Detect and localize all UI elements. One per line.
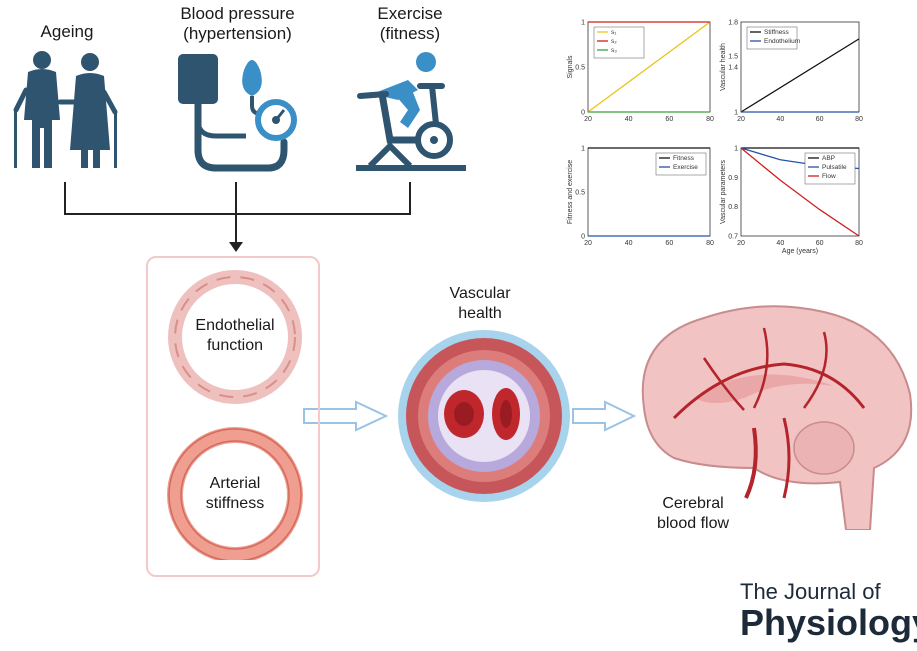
- series-line: [587, 21, 711, 113]
- x-tick-label: 60: [816, 116, 824, 123]
- legend-label: Endothelium: [764, 38, 800, 45]
- mechanisms-panel: [146, 256, 320, 577]
- vessel-cross-sections: [167, 270, 303, 560]
- y-tick-label: 1: [581, 20, 585, 27]
- legend-label: Pulsatile: [822, 164, 847, 171]
- x-tick-label: 80: [855, 240, 863, 247]
- x-tick-label: 80: [855, 116, 863, 123]
- y-axis-label: Fitness and exercise: [567, 160, 574, 224]
- legend-label: Fitness: [673, 155, 695, 162]
- legend-label: Stiffness: [764, 29, 790, 36]
- x-axis-label: Age (years): [782, 248, 818, 255]
- arterial-stiffness-label: Arterial stiffness: [205, 475, 265, 512]
- x-tick-label: 40: [625, 116, 633, 123]
- legend-label: Flow: [822, 173, 836, 180]
- x-tick-label: 60: [816, 240, 824, 247]
- y-tick-label: 1: [734, 146, 738, 153]
- x-tick-label: 40: [625, 240, 633, 247]
- x-tick-label: 20: [584, 240, 592, 247]
- y-tick-label: 0: [581, 110, 585, 117]
- journal-logo: The Journal of Physiology: [740, 580, 917, 642]
- series-line: [740, 147, 860, 237]
- legend-label: s₁: [611, 29, 617, 36]
- x-tick-label: 60: [665, 116, 673, 123]
- y-axis-label: Vascular health: [720, 43, 727, 91]
- legend-label: ABP: [822, 155, 835, 162]
- x-tick-label: 40: [776, 240, 784, 247]
- journal-name-line2: Physiology: [740, 602, 917, 643]
- y-tick-label: 0.7: [728, 234, 738, 241]
- exercise-bike-icon: [356, 52, 466, 171]
- y-tick-label: 0.5: [575, 65, 585, 72]
- y-tick-label: 0.9: [728, 175, 738, 182]
- ageing-label: Ageing: [40, 22, 94, 41]
- cerebral-blood-flow-label: Cerebral blood flow: [656, 495, 730, 532]
- exercise-label: Exercise (fitness): [377, 4, 443, 43]
- journal-name-line1: The Journal of: [740, 579, 881, 604]
- y-tick-label: 0.8: [728, 204, 738, 211]
- y-tick-label: 1.5: [728, 53, 738, 60]
- y-tick-label: 1: [581, 146, 585, 153]
- y-tick-label: 1: [734, 110, 738, 117]
- x-tick-label: 20: [584, 116, 592, 123]
- x-tick-label: 20: [737, 240, 745, 247]
- legend-label: s₂: [611, 38, 617, 45]
- series-line: [740, 38, 860, 113]
- endothelial-function-label: Endothelial function: [195, 317, 275, 354]
- elderly-couple-icon: [13, 51, 118, 168]
- vascular-health-label: Vascular health: [449, 285, 511, 322]
- y-axis-label: Vascular parameters: [720, 159, 727, 224]
- x-tick-label: 40: [776, 116, 784, 123]
- vessel-lumen-illustration: [398, 330, 570, 502]
- y-tick-label: 1.4: [728, 65, 738, 72]
- legend-label: Exercise: [673, 164, 698, 171]
- y-tick-label: 0.5: [575, 190, 585, 197]
- x-tick-label: 80: [706, 240, 714, 247]
- brain-sagittal-illustration: [641, 305, 913, 530]
- blood-pressure-label: Blood pressure (hypertension): [180, 4, 295, 43]
- x-tick-label: 80: [706, 116, 714, 123]
- y-tick-label: 1.8: [728, 20, 738, 27]
- x-tick-label: 60: [665, 240, 673, 247]
- y-tick-label: 0: [581, 234, 585, 241]
- x-tick-label: 20: [737, 116, 745, 123]
- legend-label: s₃: [611, 47, 617, 54]
- blood-pressure-cuff-icon: [178, 54, 297, 172]
- y-axis-label: Signals: [567, 55, 574, 78]
